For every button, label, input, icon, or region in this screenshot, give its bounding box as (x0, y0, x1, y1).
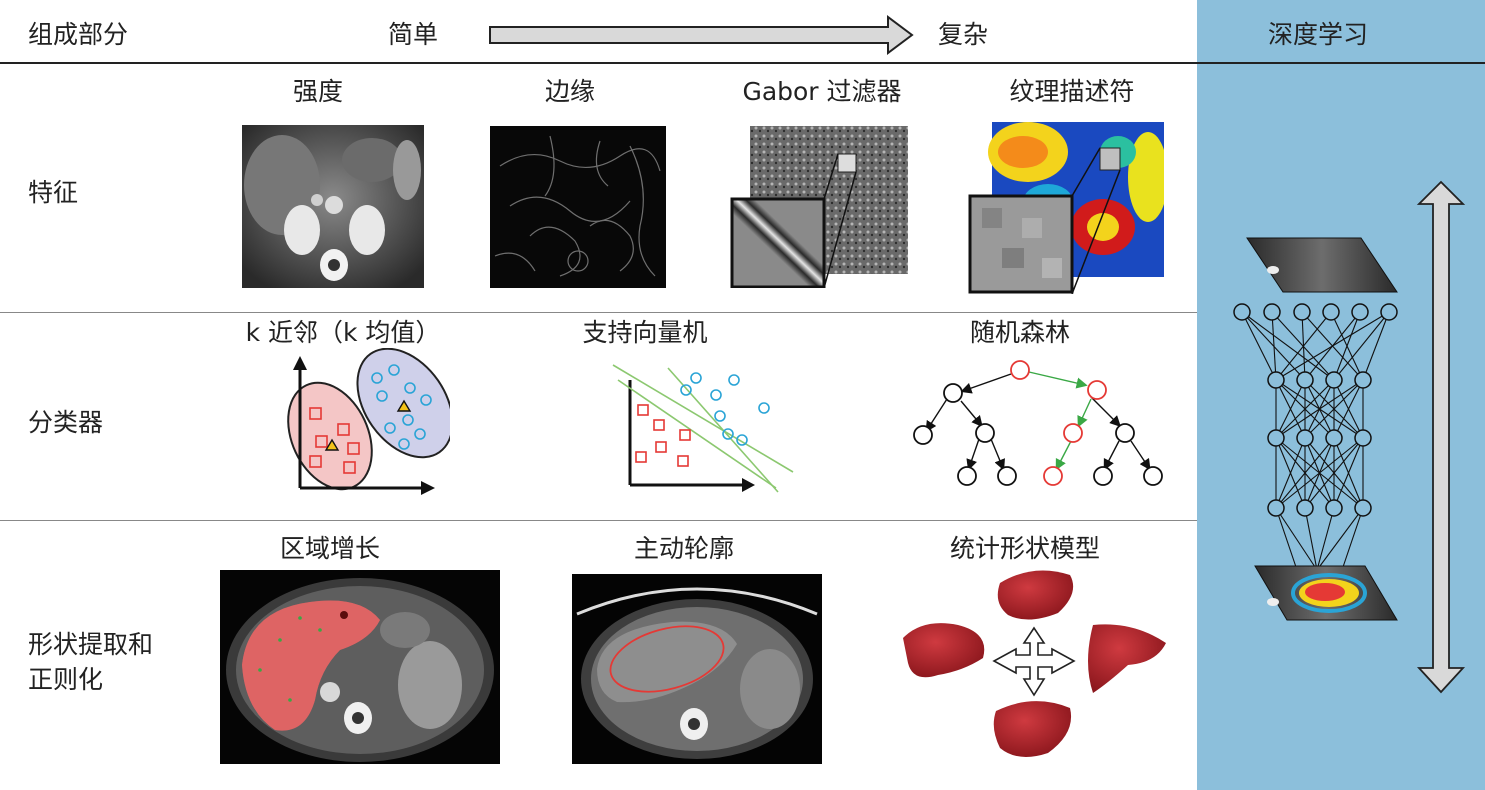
header-divider (0, 62, 1485, 64)
row-label-shape-1: 形状提取和 (28, 630, 154, 659)
row-label-shape-2: 正则化 (28, 665, 104, 694)
shape-ssm-title: 统计形状模型 (949, 534, 1101, 563)
row-divider-2 (0, 520, 1197, 521)
complexity-arrow (489, 15, 914, 55)
gabor-image (730, 126, 908, 288)
classifier-knn-title: k 近邻（k 均值） (245, 318, 441, 347)
shape-active-contour-title: 主动轮廓 (633, 534, 735, 563)
active-contour-ct-image (572, 574, 822, 764)
random-forest-diagram (913, 360, 1163, 486)
region-growing-ct-image (220, 570, 500, 764)
header-deep-learning: 深度学习 (1267, 20, 1369, 49)
row-label-features: 特征 (28, 178, 79, 207)
row-divider-1 (0, 312, 1197, 313)
header-complex: 复杂 (938, 20, 989, 49)
row-label-classifiers: 分类器 (28, 408, 104, 437)
header-simple: 简单 (388, 20, 439, 49)
statistical-shape-model-diagram (903, 570, 1166, 757)
intensity-ct-image (242, 125, 424, 288)
shape-region-growing-title: 区域增长 (279, 534, 381, 563)
feature-texture-title: 纹理描述符 (1009, 77, 1135, 106)
edge-image (490, 126, 666, 288)
knn-diagram (287, 348, 450, 495)
deep-network-diagram (1233, 180, 1466, 694)
header-components: 组成部分 (28, 20, 129, 49)
texture-heatmap-image (968, 122, 1164, 294)
feature-edge-title: 边缘 (544, 77, 596, 106)
svm-diagram (612, 364, 794, 493)
classifier-rf-title: 随机森林 (969, 318, 1071, 347)
classifier-svm-title: 支持向量机 (582, 318, 708, 347)
feature-gabor-title: Gabor 过滤器 (742, 77, 902, 106)
feature-intensity-title: 强度 (292, 77, 344, 106)
